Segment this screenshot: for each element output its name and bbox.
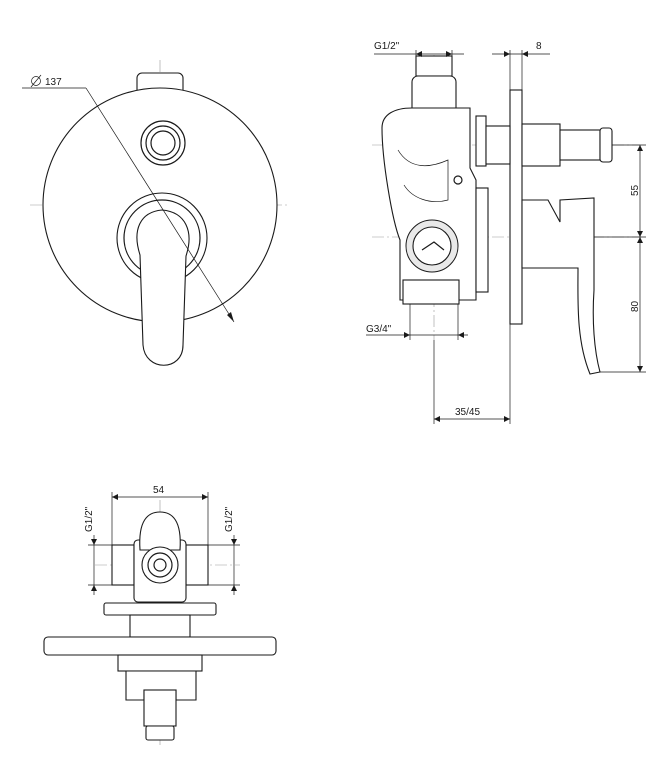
right-connection	[185, 544, 209, 586]
bottom-outlet-nut	[402, 279, 460, 305]
upper-flange	[475, 115, 487, 167]
side-view: G1/2" 8 55 80	[366, 41, 646, 424]
width-dimension	[111, 492, 209, 545]
front-view: 137	[22, 60, 290, 366]
plate-thickness-dimension	[492, 50, 550, 90]
width-label: 54	[153, 485, 165, 496]
lower-flange	[475, 187, 489, 293]
top-thread-label: G1/2"	[374, 41, 400, 52]
height-lower-label: 80	[630, 300, 641, 312]
bottom-thread-dimension	[366, 304, 468, 340]
top-view-spindle-tip	[145, 725, 175, 741]
top-view-spindle	[143, 689, 177, 727]
top-inlet-nut	[415, 55, 453, 77]
diameter-label: 137	[45, 77, 62, 88]
depth-label: 35/45	[455, 407, 480, 418]
top-thread-dimension	[374, 50, 464, 57]
right-thread-label: G1/2"	[224, 506, 235, 532]
lever-handle	[116, 192, 208, 366]
top-view-inlet	[141, 546, 179, 584]
top-view-lever-tip	[139, 511, 181, 551]
top-view: 54 G1/2" G1/2"	[43, 485, 277, 745]
depth-dimension	[433, 324, 511, 424]
left-thread-dimension	[88, 535, 112, 595]
left-connection	[111, 544, 135, 586]
diverter-knob	[140, 120, 186, 166]
upper-spindle	[485, 123, 613, 167]
height-upper-label: 55	[630, 184, 641, 196]
left-thread-label: G1/2"	[84, 506, 95, 532]
body-casting-line	[397, 149, 449, 202]
plate-thickness-label: 8	[536, 41, 542, 52]
top-view-lever-base	[117, 654, 203, 672]
top-view-flange	[103, 602, 217, 616]
wall-plate	[509, 89, 523, 325]
top-view-stem-upper	[129, 614, 191, 638]
right-thread-dimension	[208, 535, 240, 595]
small-screw-hole	[453, 175, 463, 185]
bottom-thread-label: G3/4"	[366, 324, 392, 335]
top-view-wall-plate	[43, 636, 277, 656]
diameter-dimension	[22, 74, 235, 323]
cartridge-knob	[405, 219, 459, 273]
lever-side	[521, 197, 601, 375]
height-dimensions	[594, 144, 646, 373]
